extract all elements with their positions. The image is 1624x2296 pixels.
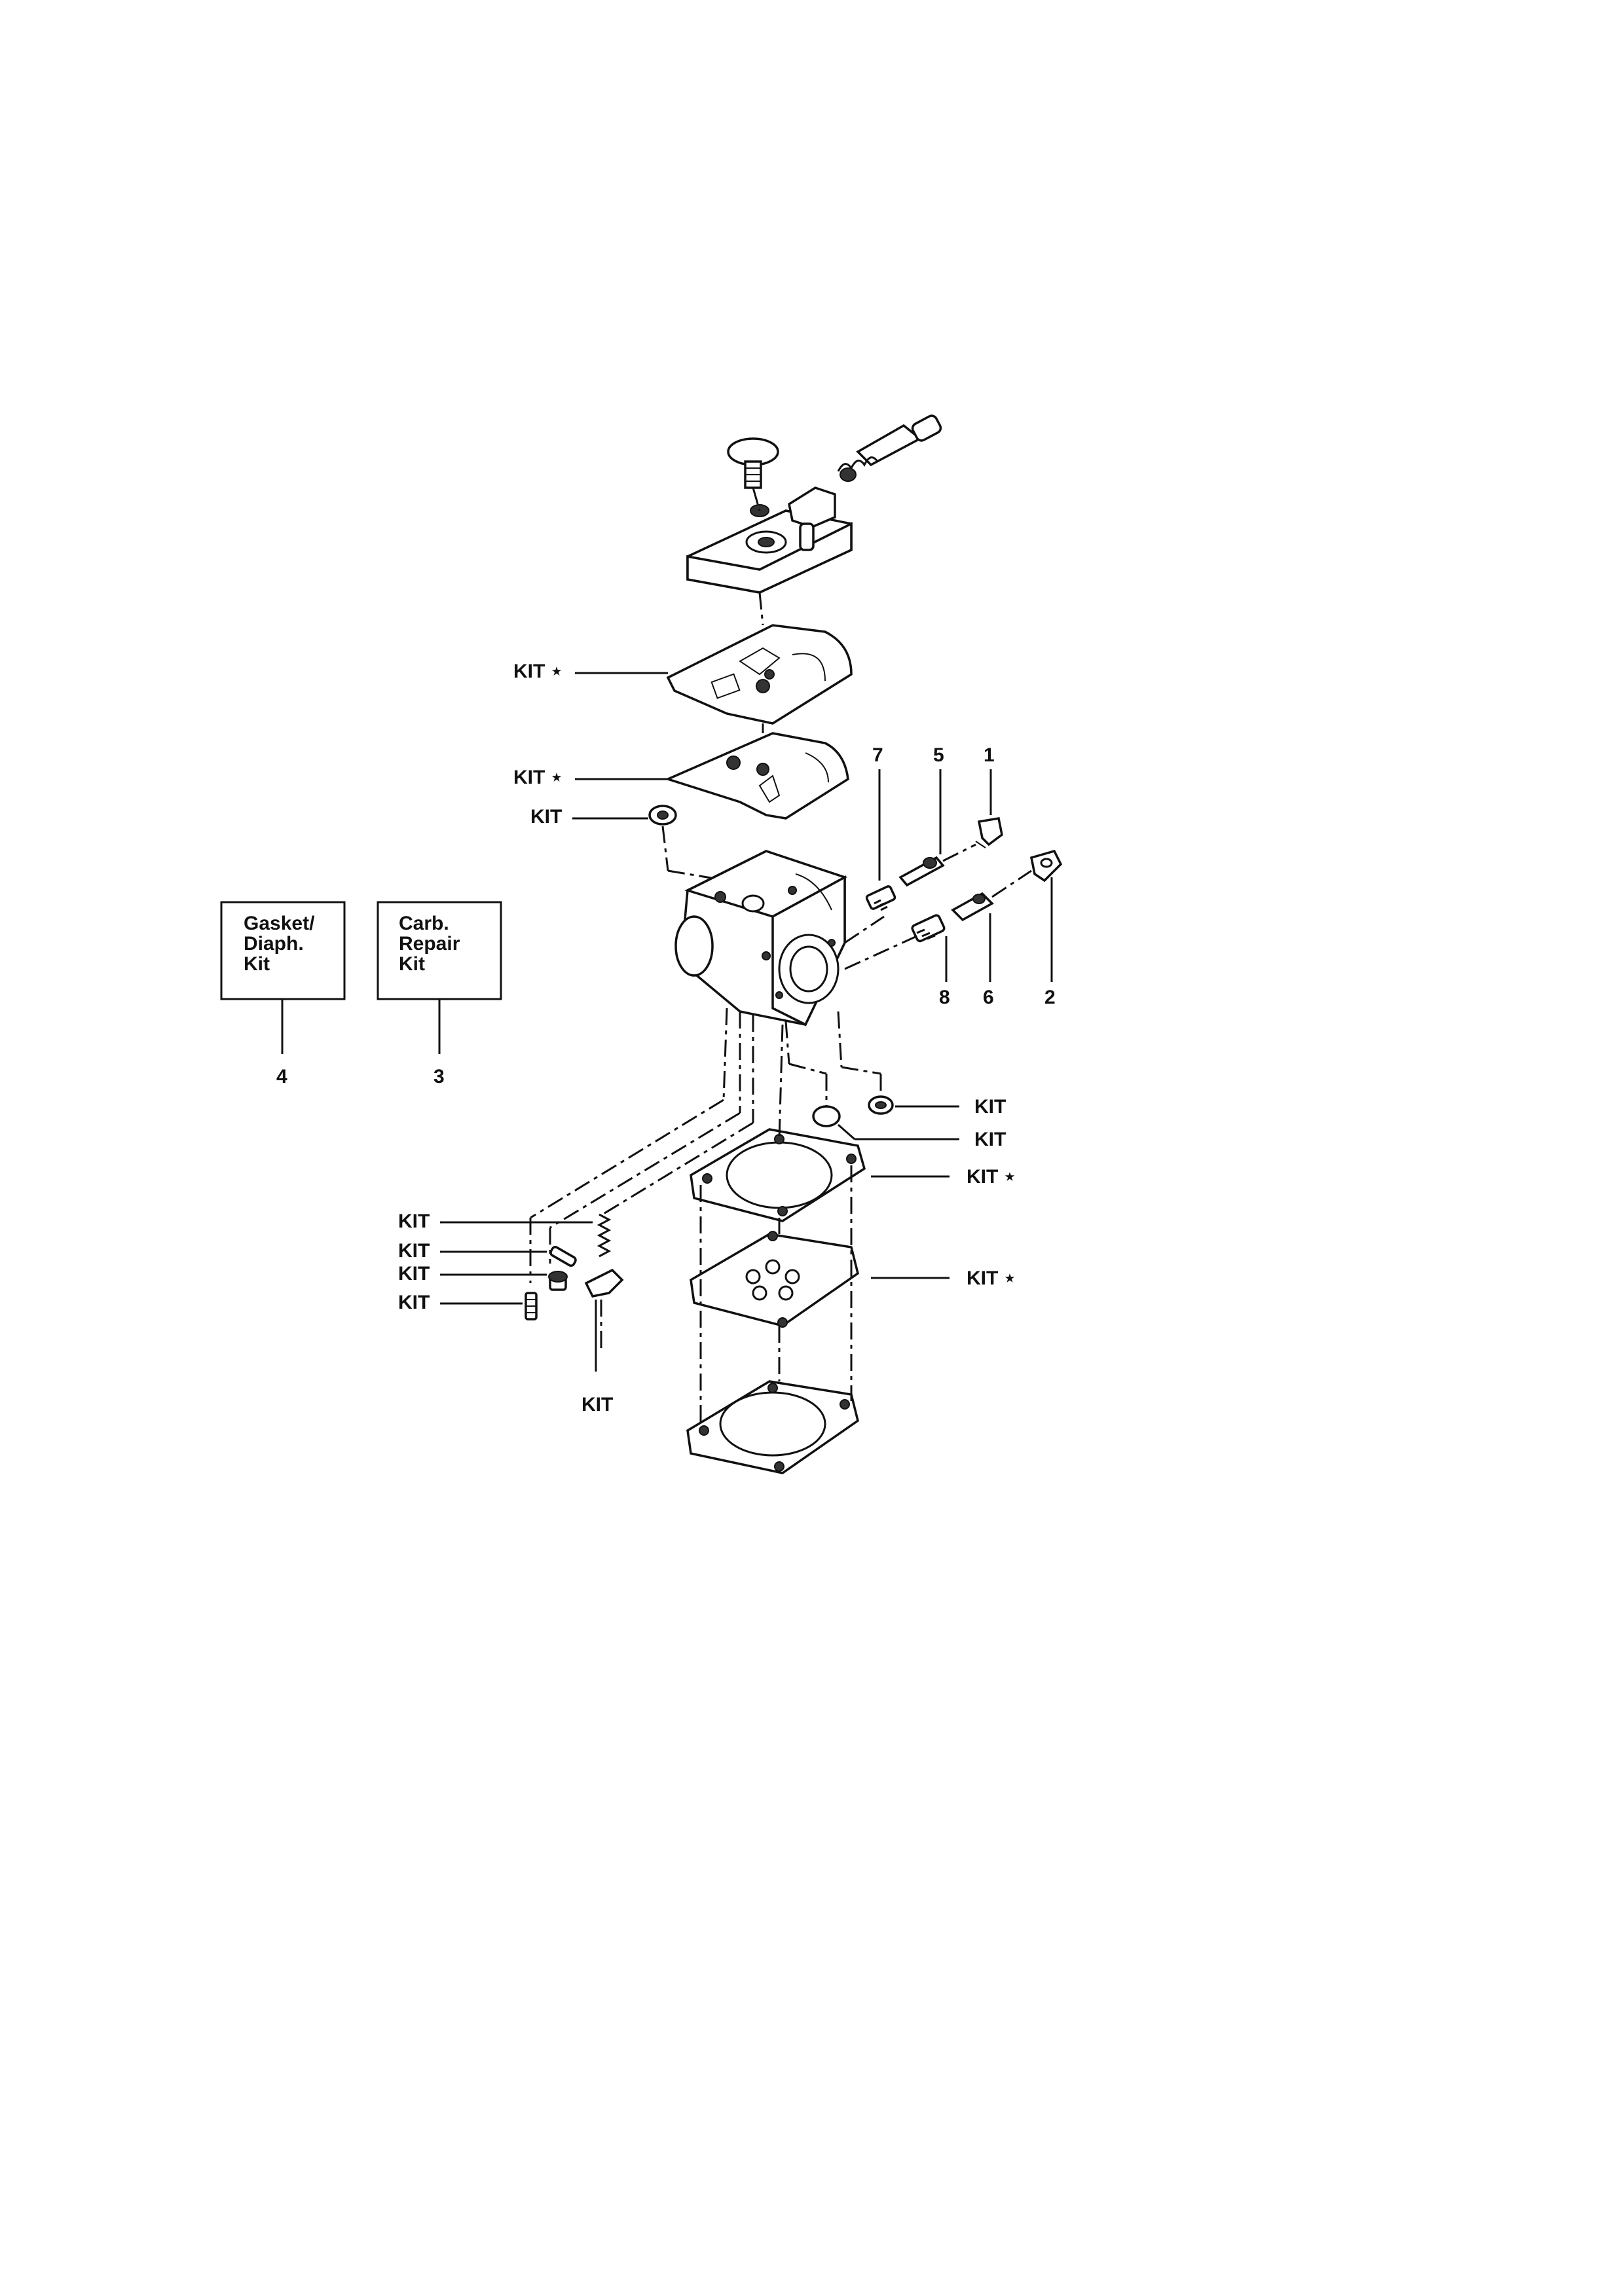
kit-label-needle: KIT: [398, 1292, 430, 1313]
carb-kit-line-2: Repair: [399, 933, 460, 955]
kit-label-plug-1: KIT: [974, 1096, 1006, 1118]
bottom-dash-lines: [699, 1008, 853, 1427]
kit-star-label-pump-gasket: KIT ⋆: [967, 1166, 1016, 1188]
gasket-kit-line-1: Gasket/: [244, 913, 315, 934]
kit-label-lever: KIT: [581, 1394, 613, 1415]
kit-label-screw: KIT: [398, 1263, 430, 1285]
part-number-1: 1: [984, 744, 995, 766]
part-number-8: 8: [939, 987, 950, 1008]
kit-label-pin: KIT: [398, 1240, 430, 1262]
gasket-kit-number: 4: [276, 1066, 287, 1087]
top-cover-assembly: [686, 414, 942, 594]
gasket-kit-line-3: Kit: [244, 953, 270, 975]
carb-kit-number: 3: [434, 1066, 445, 1087]
pump-gasket: [690, 1128, 866, 1222]
callouts: KIT ⋆ KIT ⋆ KIT 7 5 1 8 6 2 KIT KIT KIT …: [398, 661, 1056, 1415]
metering-gasket-1: [666, 592, 853, 725]
lever-parts: [525, 1099, 754, 1352]
kit-label-nut: KIT: [530, 806, 562, 828]
carburetor-body: [674, 850, 848, 1027]
kit-label-plug-2: KIT: [974, 1129, 1006, 1150]
kit-star-label-gasket2: KIT ⋆: [513, 767, 563, 788]
carb-repair-kit-box: Carb. Repair Kit 3: [377, 901, 502, 1087]
carb-kit-line-3: Kit: [399, 953, 425, 975]
pump-diaphragm: [690, 1231, 859, 1328]
needle-parts-right: [844, 816, 1063, 970]
carb-kit-line-1: Carb.: [399, 913, 449, 934]
gasket-kit-box: Gasket/ Diaph. Kit 4: [220, 901, 346, 1087]
metering-gasket-2: [665, 723, 849, 820]
part-number-2: 2: [1044, 987, 1056, 1008]
under-body-plugs: [784, 1011, 894, 1127]
kit-star-label-diaphragm: KIT ⋆: [967, 1267, 1016, 1289]
kit-star-label-gasket1: KIT ⋆: [513, 661, 563, 682]
bottom-cover-plate: [686, 1380, 859, 1474]
gasket-kit-line-2: Diaph.: [244, 933, 304, 955]
part-number-7: 7: [872, 744, 883, 766]
part-number-6: 6: [983, 987, 994, 1008]
kit-label-spring: KIT: [398, 1211, 430, 1232]
part-number-5: 5: [933, 744, 944, 766]
